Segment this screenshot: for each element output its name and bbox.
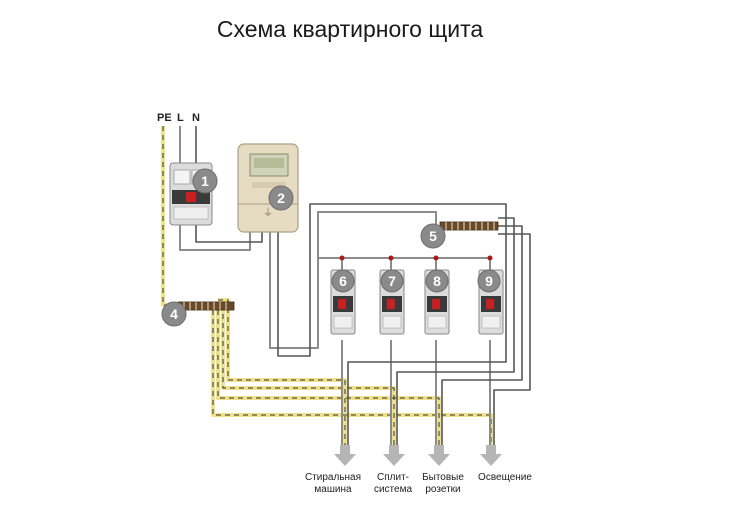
group-breakers	[330, 255, 504, 335]
svg-text:8: 8	[433, 273, 441, 289]
label-l: L	[177, 112, 184, 124]
svg-text:5: 5	[429, 228, 437, 244]
output-labels: Стиральная машина Сплит- система Бытовые…	[305, 472, 532, 495]
diagram-title: Схема квартирного щита	[216, 16, 484, 42]
output-label-sockets-2: розетки	[425, 484, 460, 495]
marker-8: 8	[425, 269, 449, 293]
markers: 1 2 4 5 6 7 8	[161, 168, 501, 327]
label-n: N	[192, 112, 200, 124]
svg-text:6: 6	[339, 273, 347, 289]
marker-7: 7	[380, 269, 404, 293]
marker-4: 4	[161, 301, 187, 327]
svg-text:4: 4	[170, 306, 178, 322]
svg-text:1: 1	[201, 173, 209, 189]
arrow-split-system	[383, 445, 405, 466]
marker-2: 2	[268, 185, 294, 211]
output-label-sockets-1: Бытовые	[422, 472, 464, 483]
marker-1: 1	[192, 168, 218, 194]
marker-5: 5	[420, 223, 446, 249]
label-pe: PE	[157, 112, 172, 124]
marker-6: 6	[331, 269, 355, 293]
svg-text:9: 9	[485, 273, 493, 289]
output-label-washing-1: Стиральная	[305, 472, 361, 483]
output-label-lighting-1: Освещение	[478, 472, 532, 483]
svg-text:⏚: ⏚	[263, 207, 273, 219]
output-label-split-2: система	[374, 484, 412, 495]
arrow-lighting	[480, 445, 502, 466]
svg-text:7: 7	[388, 273, 396, 289]
electricity-meter: ⏚	[237, 143, 299, 233]
output-label-washing-2: машина	[314, 484, 352, 495]
arrow-washing-machine	[334, 445, 356, 466]
neutral-wires	[195, 126, 531, 445]
neutral-bus	[439, 221, 499, 231]
output-label-split-1: Сплит-	[377, 472, 409, 483]
svg-text:2: 2	[277, 190, 285, 206]
phase-wires	[179, 126, 491, 445]
arrow-sockets	[428, 445, 450, 466]
ground-bus	[177, 301, 235, 311]
output-arrows	[334, 445, 502, 466]
marker-9: 9	[477, 269, 501, 293]
